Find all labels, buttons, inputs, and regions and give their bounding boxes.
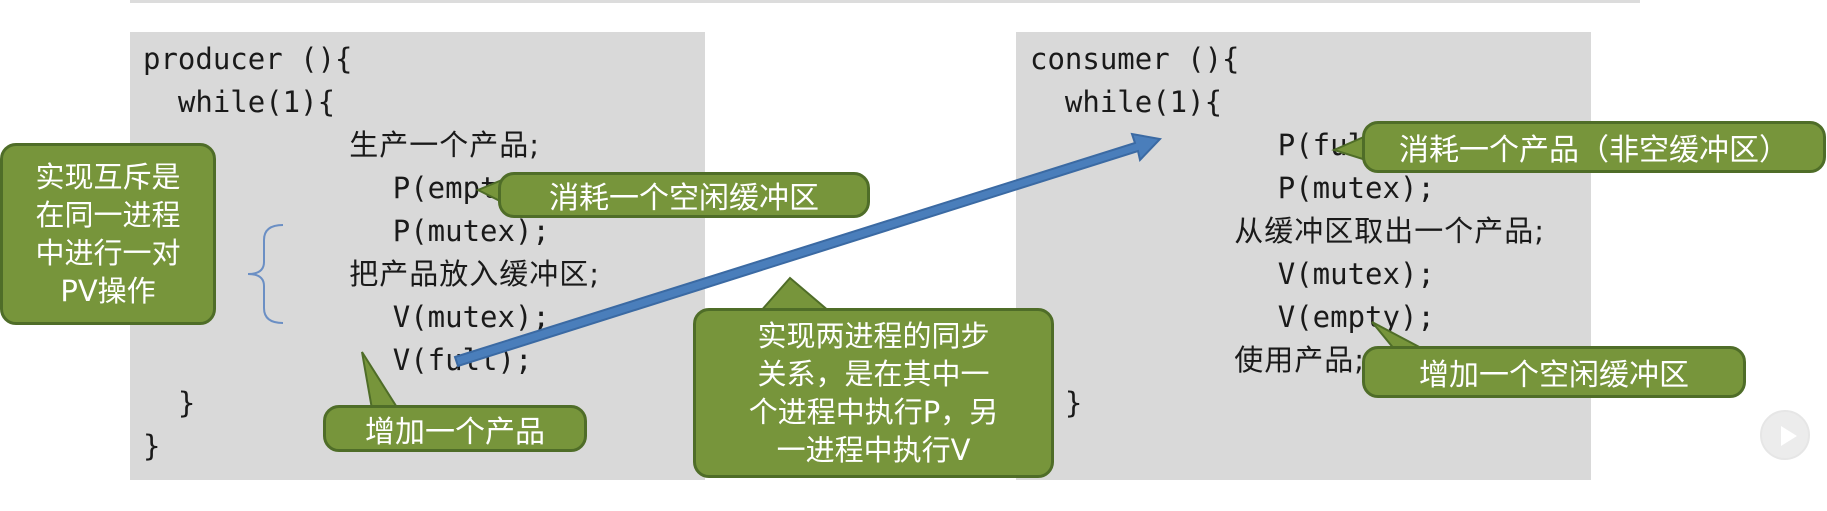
- full-consume-callout: 消耗一个产品（非空缓冲区）: [1362, 121, 1826, 173]
- producer-line-v-mutex: V(mutex);: [288, 300, 550, 334]
- mutex-callout-line-4: PV操作: [60, 274, 156, 308]
- empty-add-callout: 增加一个空闲缓冲区: [1362, 346, 1746, 398]
- producer-line-produce: 生产一个产品;: [288, 128, 541, 162]
- full-add-callout: 增加一个产品: [323, 405, 587, 452]
- consumer-line-take-buffer: 从缓冲区取出一个产品;: [1173, 214, 1546, 248]
- consumer-line-use: 使用产品;: [1173, 343, 1366, 377]
- producer-line-put-buffer: 把产品放入缓冲区;: [288, 257, 601, 291]
- mutex-callout-line-2: 在同一进程: [35, 198, 181, 232]
- consumer-line-header: consumer (){: [1030, 42, 1240, 76]
- consumer-line-p-mutex: P(mutex);: [1173, 171, 1435, 205]
- consumer-line-while: while(1){: [1030, 85, 1223, 119]
- consumer-line-v-empty: V(empty);: [1173, 300, 1435, 334]
- consumer-line-v-mutex: V(mutex);: [1173, 257, 1435, 291]
- sync-callout: 实现两进程的同步 关系，是在其中一 个进程中执行P，另 一进程中执行V: [693, 308, 1054, 478]
- producer-line-while: while(1){: [143, 85, 336, 119]
- producer-line-p-mutex: P(mutex);: [288, 214, 550, 248]
- sync-arrow: [453, 132, 1163, 368]
- top-divider: [130, 0, 1640, 3]
- sync-callout-line-4: 一进程中执行V: [776, 433, 971, 467]
- sync-callout-line-3: 个进程中执行P，另: [748, 395, 999, 429]
- mutex-callout-line-1: 实现互斥是: [35, 160, 181, 194]
- empty-consume-callout: 消耗一个空闲缓冲区: [498, 172, 870, 218]
- producer-line-close: }: [143, 429, 161, 463]
- producer-line-header: producer (){: [143, 42, 353, 76]
- producer-line-while-close: }: [143, 386, 196, 420]
- sync-callout-line-1: 实现两进程的同步: [757, 319, 990, 353]
- mutex-callout-line-3: 中进行一对: [35, 236, 181, 270]
- full-add-callout-tail: [361, 351, 400, 410]
- consumer-code-panel: [1016, 32, 1591, 480]
- play-icon[interactable]: [1760, 410, 1810, 460]
- sync-callout-line-2: 关系，是在其中一: [757, 357, 990, 391]
- mutex-bracket: [247, 224, 284, 324]
- mutex-callout: 实现互斥是 在同一进程 中进行一对 PV操作: [0, 143, 216, 325]
- consumer-line-while-close: }: [1030, 386, 1083, 420]
- sync-callout-tail: [757, 276, 833, 313]
